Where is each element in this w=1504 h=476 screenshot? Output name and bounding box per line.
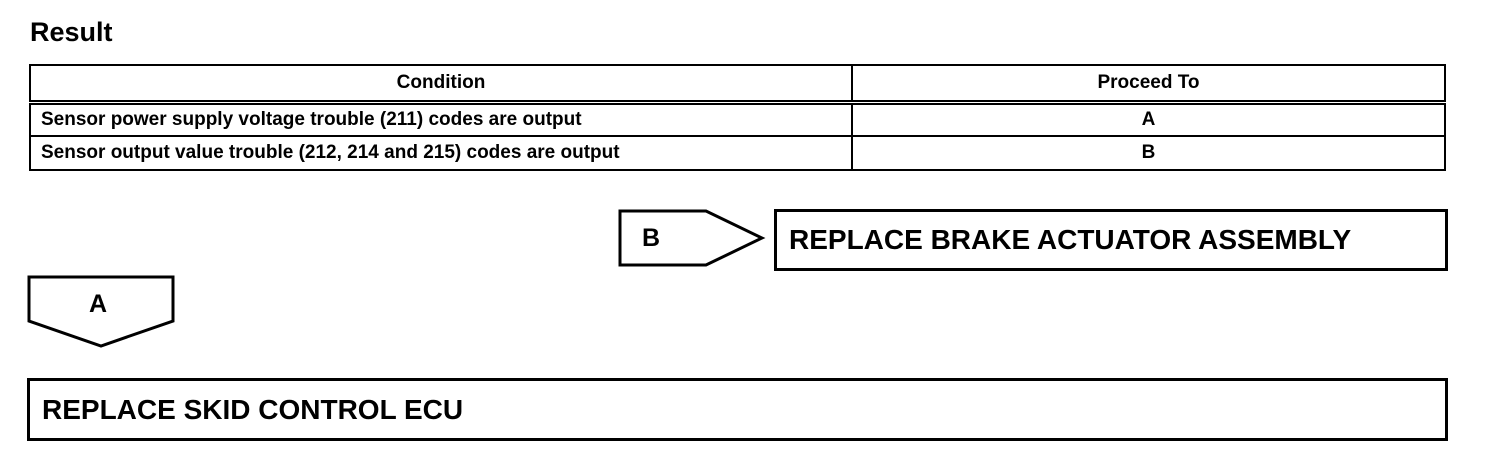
column-header-condition: Condition bbox=[29, 64, 853, 105]
branch-a-arrow bbox=[27, 275, 175, 349]
branch-b-arrow bbox=[618, 209, 768, 267]
result-table: Condition Proceed To Sensor power supply… bbox=[29, 64, 1446, 171]
branch-a-label: A bbox=[89, 290, 108, 318]
down-arrow-icon bbox=[27, 275, 175, 348]
branch-b-label: B bbox=[642, 224, 661, 252]
condition-cell: Sensor output value trouble (212, 214 an… bbox=[29, 135, 853, 171]
table-row: Sensor power supply voltage trouble (211… bbox=[29, 101, 1446, 137]
action-text: REPLACE BRAKE ACTUATOR ASSEMBLY bbox=[789, 224, 1352, 255]
replace-skid-control-ecu-box: REPLACE SKID CONTROL ECU bbox=[27, 378, 1448, 441]
replace-brake-actuator-box: REPLACE BRAKE ACTUATOR ASSEMBLY bbox=[774, 209, 1448, 271]
proceed-to-cell: B bbox=[851, 135, 1446, 171]
right-arrow-icon bbox=[618, 209, 766, 267]
section-heading: Result bbox=[30, 17, 113, 47]
action-text: REPLACE SKID CONTROL ECU bbox=[42, 393, 464, 425]
table-row: Sensor output value trouble (212, 214 an… bbox=[29, 135, 1446, 171]
proceed-to-cell: A bbox=[851, 101, 1446, 137]
column-header-proceed-to: Proceed To bbox=[851, 64, 1446, 105]
condition-cell: Sensor power supply voltage trouble (211… bbox=[29, 101, 853, 137]
table-header-row: Condition Proceed To bbox=[29, 64, 1446, 105]
